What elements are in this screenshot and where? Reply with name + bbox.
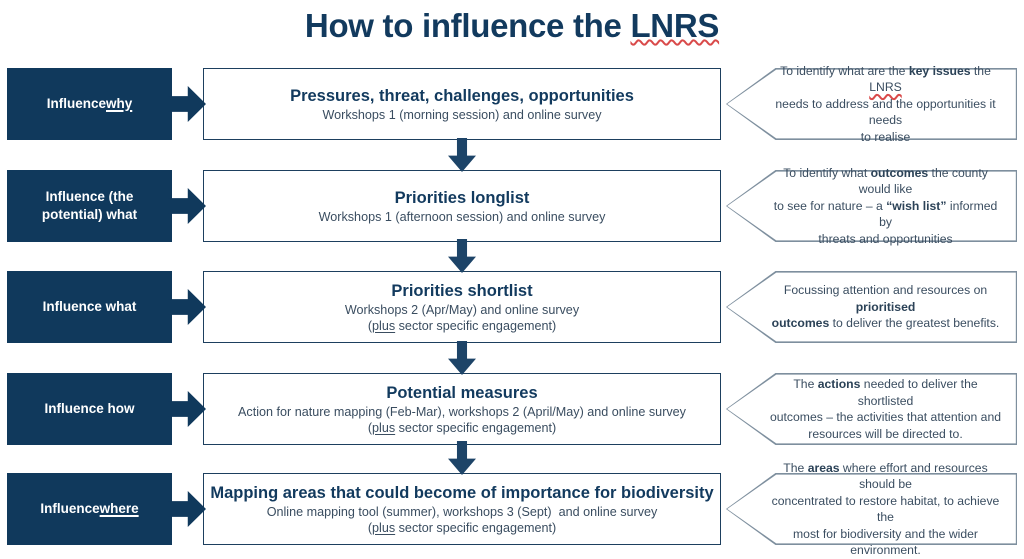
flow-row-influence-how: Influence how Potential measures Action … <box>0 373 1024 445</box>
callout-fill-0 <box>727 69 1016 139</box>
process-sub-4-rest: sector specific engagement) <box>395 520 557 535</box>
callout-4-a: The <box>783 460 808 475</box>
callout-3-a: The <box>793 377 818 391</box>
callout-1-line3: threats and opportunities <box>818 231 953 246</box>
process-title-3: Potential measures <box>386 383 538 402</box>
callout-1-c: the county would like <box>858 165 988 197</box>
page-title-text: How to influence the <box>304 7 631 44</box>
process-sub-2: Workshops 2 (Apr/May) and online survey <box>344 302 580 317</box>
arrow-right-icon-1 <box>168 188 206 224</box>
callout-3-line2: outcomes – the activities that attention… <box>769 410 1002 424</box>
process-box-priorities-shortlist[interactable]: Priorities shortlist Workshops 2 (Apr/Ma… <box>203 271 721 343</box>
arrow-right-icon-2 <box>168 289 206 325</box>
callout-where: The areas where effort and resources sho… <box>726 461 1017 557</box>
callout-0-lnrs: LNRS <box>869 80 902 95</box>
process-title-2: Priorities shortlist <box>391 281 533 300</box>
process-sub-3-plus: (plus sector specific engagement) <box>368 420 556 436</box>
stage-label-what-text: Influence what <box>42 299 137 314</box>
arrow-right-icon-4 <box>168 491 206 527</box>
callout-3-c: needed to deliver the shortlisted <box>857 377 978 408</box>
callout-text-0: To identify what are the key issues the … <box>726 63 1017 146</box>
stage-label-where-keyword: where <box>99 501 139 516</box>
stage-label-where[interactable]: Influence where <box>7 473 172 545</box>
process-box-priorities-longlist[interactable]: Priorities longlist Workshops 1 (afterno… <box>203 170 721 242</box>
callout-2-outcomes: outcomes <box>771 316 830 331</box>
process-title-4: Mapping areas that could become of impor… <box>210 483 714 502</box>
callout-4-c: where effort and resources should be <box>839 460 988 492</box>
callout-text-4: The areas where effort and resources sho… <box>726 460 1017 559</box>
stage-label-how[interactable]: Influence how <box>7 373 172 445</box>
flow-row-influence-potential-what: Influence (the potential) what Prioritie… <box>0 166 1024 246</box>
process-sub-2-plus-word: plus <box>372 318 396 333</box>
process-sub-1: Workshops 1 (afternoon session) and onli… <box>318 209 606 224</box>
process-sub-4-open: ( <box>367 520 373 535</box>
flow-row-influence-what: Influence what Priorities shortlist Work… <box>0 271 1024 343</box>
process-sub-2-open: ( <box>367 318 373 333</box>
process-box-potential-measures[interactable]: Potential measures Action for nature map… <box>203 373 721 445</box>
process-sub-3-open: ( <box>367 420 373 435</box>
callout-potential-what: To identify what outcomes the county wou… <box>726 166 1017 246</box>
callout-how: The actions needed to deliver the shortl… <box>726 373 1017 445</box>
process-sub-3: Action for nature mapping (Feb-Mar), wor… <box>238 404 686 419</box>
stage-label-why-keyword: why <box>106 96 133 111</box>
stage-label-how-text: Influence how <box>44 401 135 416</box>
stage-label-why-prefix: Influence <box>46 96 106 111</box>
callout-0-line2: needs to address and the opportunities i… <box>775 96 996 128</box>
process-sub-2-rest: sector specific engagement) <box>395 318 557 333</box>
callout-4-areas: areas <box>807 460 840 475</box>
process-sub-4-plus: (plus sector specific engagement) <box>368 520 556 536</box>
stage-label-what[interactable]: Influence what <box>7 271 172 343</box>
callout-2-a: Focussing attention and resources on <box>783 283 988 298</box>
arrow-down-icon-2 <box>448 341 476 375</box>
process-sub-4-plus-word: plus <box>372 520 396 535</box>
callout-1-line2c: informed by <box>879 198 998 230</box>
arrow-right-icon-0 <box>168 86 206 122</box>
callout-fill-2 <box>727 272 1016 342</box>
stage-label-potential-what-text: Influence (the potential) what <box>41 189 138 222</box>
callout-0-key-issues: key issues <box>908 63 971 78</box>
arrow-down-icon-1 <box>448 239 476 273</box>
arrow-down-icon-0 <box>448 138 476 172</box>
callout-0-line3: to realise <box>860 129 911 144</box>
callout-3-line3: resources will be directed to. <box>808 426 963 441</box>
callout-1-a: To identify what <box>783 165 871 180</box>
callout-2-line2b: to deliver the greatest benefits. <box>829 316 1000 331</box>
process-title-0: Pressures, threat, challenges, opportuni… <box>290 86 634 105</box>
callout-4-line2: concentrated to restore habitat, to achi… <box>771 493 1000 525</box>
arrow-down-icon-3 <box>448 441 476 475</box>
process-title-1: Priorities longlist <box>394 188 530 207</box>
stage-label-why[interactable]: Influence why <box>7 68 172 140</box>
process-sub-4: Online mapping tool (summer), workshops … <box>266 504 658 519</box>
process-sub-3-rest: sector specific engagement) <box>395 420 557 435</box>
callout-what: Focussing attention and resources on pri… <box>726 271 1017 343</box>
process-sub-3-plus-word: plus <box>372 420 396 435</box>
callout-fill-4 <box>727 474 1016 544</box>
process-box-mapping-areas[interactable]: Mapping areas that could become of impor… <box>203 473 721 545</box>
callout-text-2: Focussing attention and resources on pri… <box>726 282 1017 332</box>
callout-fill-1 <box>727 171 1016 241</box>
callout-0-c: the <box>970 63 991 78</box>
process-sub-2-plus: (plus sector specific engagement) <box>368 318 556 334</box>
callout-3-actions: actions <box>817 377 861 391</box>
callout-1-outcomes: outcomes <box>870 165 929 180</box>
flow-row-influence-where: Influence where Mapping areas that could… <box>0 461 1024 557</box>
callout-1-line2a: to see for nature – a <box>773 198 887 213</box>
flow-row-influence-why: Influence why Pressures, threat, challen… <box>0 64 1024 144</box>
arrow-right-icon-3 <box>168 391 206 427</box>
callout-4-line3: most for biodiversity and the wider envi… <box>793 526 978 558</box>
callout-text-1: To identify what outcomes the county wou… <box>726 165 1017 248</box>
stage-label-where-prefix: Influence <box>40 501 100 516</box>
process-sub-0: Workshops 1 (morning session) and online… <box>322 107 602 122</box>
page-title-lnrs: LNRS <box>630 7 720 44</box>
callout-text-3: The actions needed to deliver the shortl… <box>726 376 1017 442</box>
callout-why: To identify what are the key issues the … <box>726 64 1017 144</box>
process-box-pressures[interactable]: Pressures, threat, challenges, opportuni… <box>203 68 721 140</box>
callout-0-a: To identify what are the <box>780 63 909 78</box>
callout-2-prioritised: prioritised <box>855 299 916 314</box>
callout-1-wish-list: “wish list” <box>886 198 947 213</box>
callout-fill-3 <box>727 374 1016 444</box>
stage-label-potential-what[interactable]: Influence (the potential) what <box>7 170 172 242</box>
page-title: How to influence the LNRS <box>0 4 1024 48</box>
